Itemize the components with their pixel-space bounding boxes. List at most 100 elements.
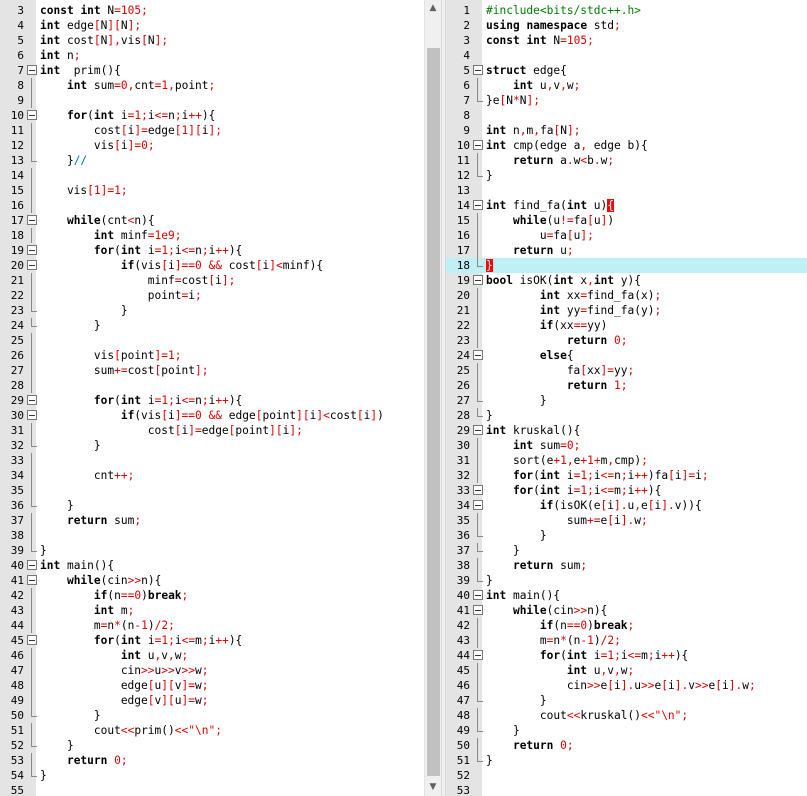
scroll-down-arrow-icon[interactable]: ▼ xyxy=(429,782,437,792)
code-line[interactable]: 25 fa[xx]=yy; xyxy=(446,363,807,378)
code-line[interactable]: 48 cout<<kruskal()<<"\n"; xyxy=(446,708,807,723)
fold-toggle-icon[interactable] xyxy=(27,215,37,225)
code-line[interactable]: 31 sort(e+1,e+1+m,cmp); xyxy=(446,453,807,468)
code-text[interactable]: cout<<prim()<<"\n"; xyxy=(40,724,222,737)
code-text[interactable]: else{ xyxy=(539,349,574,362)
code-text[interactable]: } xyxy=(486,574,493,587)
code-line[interactable]: 52 } xyxy=(0,738,420,753)
code-text[interactable]: for(int i=1;i<=m;i++){ xyxy=(93,634,243,647)
code-line[interactable]: 20 int xx=find_fa(x); xyxy=(446,288,807,303)
code-line[interactable]: 45 for(int i=1;i<=m;i++){ xyxy=(0,633,420,648)
fold-toggle-icon[interactable] xyxy=(473,605,483,615)
code-text[interactable]: if(xx==yy) xyxy=(539,319,608,332)
code-line[interactable]: 53 xyxy=(446,783,807,796)
code-text[interactable]: int main(){ xyxy=(486,589,561,602)
code-line[interactable]: 47 } xyxy=(446,693,807,708)
code-text[interactable]: } xyxy=(486,394,547,407)
code-text[interactable]: } xyxy=(40,439,101,452)
code-text[interactable]: while(cin>>n){ xyxy=(66,574,162,587)
code-line[interactable]: 39} xyxy=(446,573,807,588)
code-line[interactable]: 8 int sum=0,cnt=1,point; xyxy=(0,78,420,93)
code-line[interactable]: 29 for(int i=1;i<=n;i++){ xyxy=(0,393,420,408)
code-text[interactable]: point=i; xyxy=(40,289,202,302)
code-text[interactable]: cost[i]=edge[1][i]; xyxy=(40,124,223,137)
code-text[interactable]: int edge[N][N]; xyxy=(40,19,142,32)
code-line[interactable]: 7}e[N*N]; xyxy=(446,93,807,108)
fold-toggle-icon[interactable] xyxy=(473,350,483,360)
code-line[interactable]: 36 } xyxy=(446,528,807,543)
code-line[interactable]: 17 while(cnt<n){ xyxy=(0,213,420,228)
code-text[interactable]: int n; xyxy=(40,49,81,62)
code-text[interactable]: vis[point]=1; xyxy=(40,349,182,362)
code-line[interactable]: 35 xyxy=(0,483,420,498)
code-text[interactable]: } xyxy=(40,739,74,752)
code-line[interactable]: 11 cost[i]=edge[1][i]; xyxy=(0,123,420,138)
code-line[interactable]: 27 sum+=cost[point]; xyxy=(0,363,420,378)
code-line[interactable]: 48 edge[u][v]=w; xyxy=(0,678,420,693)
code-text[interactable]: while(cin>>n){ xyxy=(512,604,608,617)
code-line[interactable]: 45 int u,v,w; xyxy=(446,663,807,678)
code-line[interactable]: 12 vis[i]=0; xyxy=(0,138,420,153)
code-text[interactable]: } xyxy=(486,409,493,422)
code-text[interactable]: edge[u][v]=w; xyxy=(40,679,209,692)
code-line[interactable]: 9 xyxy=(0,93,420,108)
code-text[interactable]: return u; xyxy=(512,244,574,257)
code-text[interactable]: for(int i=1;i<=n;i++)fa[i]=i; xyxy=(512,469,709,482)
code-text[interactable]: if(vis[i]==0 && edge[point][i]<cost[i]) xyxy=(120,409,384,422)
code-line[interactable]: 42 if(n==0)break; xyxy=(446,618,807,633)
code-text[interactable]: const int N=105; xyxy=(486,34,594,47)
code-line[interactable]: 30 if(vis[i]==0 && edge[point][i]<cost[i… xyxy=(0,408,420,423)
fold-toggle-icon[interactable] xyxy=(473,140,483,150)
code-line[interactable]: 41 while(cin>>n){ xyxy=(446,603,807,618)
code-text[interactable]: } xyxy=(486,529,547,542)
code-line[interactable]: 34 cnt++; xyxy=(0,468,420,483)
fold-toggle-icon[interactable] xyxy=(27,395,37,405)
code-line[interactable]: 28} xyxy=(446,408,807,423)
code-line[interactable]: 37 return sum; xyxy=(0,513,420,528)
code-text[interactable]: } xyxy=(486,259,493,272)
code-text[interactable]: }e[N*N]; xyxy=(486,94,540,107)
code-text[interactable]: } xyxy=(40,709,101,722)
code-line[interactable]: 43 m=n*(n-1)/2; xyxy=(446,633,807,648)
code-text[interactable]: sort(e+1,e+1+m,cmp); xyxy=(486,454,648,467)
code-text[interactable]: struct edge{ xyxy=(486,64,567,77)
code-text[interactable]: } xyxy=(40,769,47,782)
code-text[interactable]: return sum; xyxy=(66,514,142,527)
code-text[interactable]: cin>>e[i].u>>e[i].v>>e[i].w; xyxy=(486,679,756,692)
code-text[interactable]: while(cnt<n){ xyxy=(66,214,155,227)
code-text[interactable]: int u,v,w; xyxy=(512,79,581,92)
code-text[interactable]: cin>>u>>v>>w; xyxy=(40,664,209,677)
code-line[interactable]: 39} xyxy=(0,543,420,558)
code-line[interactable]: 27 } xyxy=(446,393,807,408)
code-line[interactable]: 16 xyxy=(0,198,420,213)
code-text[interactable]: using namespace std; xyxy=(486,19,621,32)
code-text[interactable]: sum+=cost[point]; xyxy=(40,364,209,377)
code-text[interactable]: } xyxy=(486,544,520,557)
code-line[interactable]: 36 } xyxy=(0,498,420,513)
fold-toggle-icon[interactable] xyxy=(27,635,37,645)
code-line[interactable]: 41 while(cin>>n){ xyxy=(0,573,420,588)
code-text[interactable]: return 0; xyxy=(566,334,628,347)
code-text[interactable]: int main(){ xyxy=(40,559,115,572)
code-text[interactable]: int xx=find_fa(x); xyxy=(539,289,662,302)
code-line[interactable]: 35 sum+=e[i].w; xyxy=(446,513,807,528)
fold-toggle-icon[interactable] xyxy=(27,575,37,585)
code-line[interactable]: 17 return u; xyxy=(446,243,807,258)
fold-toggle-icon[interactable] xyxy=(473,500,483,510)
code-text[interactable]: return 0; xyxy=(512,739,574,752)
code-text[interactable]: cost[i]=edge[point][i]; xyxy=(40,424,303,437)
code-line[interactable]: 32 for(int i=1;i<=n;i++)fa[i]=i; xyxy=(446,468,807,483)
code-text[interactable]: int m; xyxy=(93,604,135,617)
code-text[interactable]: for(int i=1;i<=m;i++){ xyxy=(539,649,689,662)
fold-toggle-icon[interactable] xyxy=(473,650,483,660)
